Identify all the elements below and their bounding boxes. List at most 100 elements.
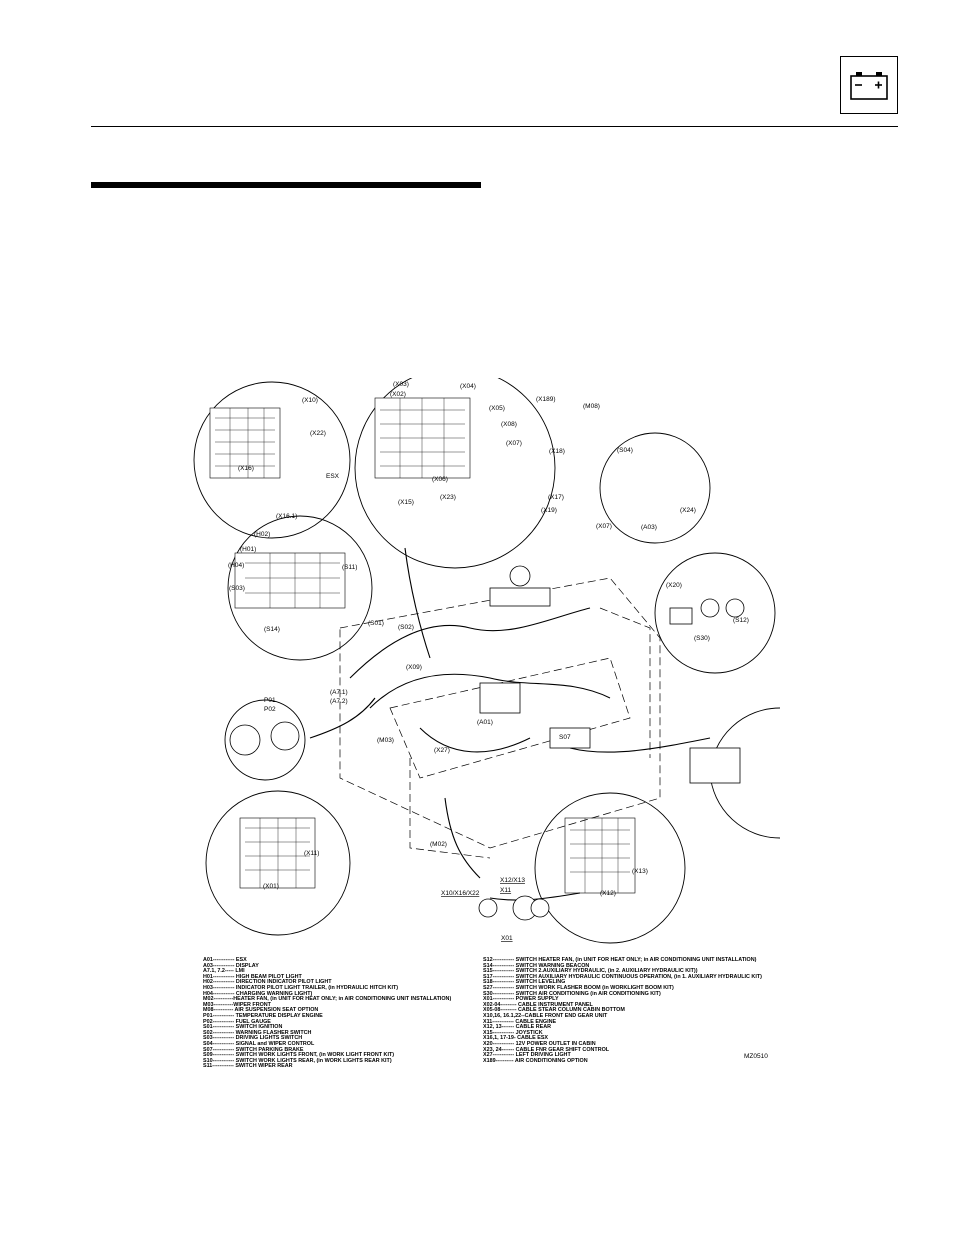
callout-x06: (X06) bbox=[432, 476, 448, 483]
callout-x05: (X05) bbox=[489, 405, 505, 412]
legend-entry: S15------------ SWITCH 2.AUXILIARY HYDRA… bbox=[483, 968, 698, 975]
label-x11: X11 bbox=[500, 887, 511, 894]
callout-x07-right: (X07) bbox=[596, 523, 612, 530]
legend-entry: S18------------ SWITCH LEVELING bbox=[483, 979, 566, 986]
legend-entry: X20------------ 12V POWER OUTLET IN CABI… bbox=[483, 1040, 596, 1047]
label-x10-x16-x22: X10/X16/X22 bbox=[441, 890, 480, 897]
legend-entry: H02------------ DIRECTION INDICATOR PILO… bbox=[203, 979, 332, 986]
legend-entry: X189---------- AIR CONDITIONING OPTION bbox=[483, 1057, 588, 1064]
callout-esx: ESX bbox=[326, 473, 340, 480]
legend-entry: X15------------ JOYSTICK bbox=[483, 1029, 543, 1036]
legend-entry: S17------------ SWITCH AUXILIARY HYDRAUL… bbox=[483, 973, 762, 980]
callout-x18: (X18) bbox=[549, 448, 565, 455]
callout-x16: (X16) bbox=[238, 465, 254, 472]
legend-entry: S11------------ SWITCH WIPER REAR bbox=[203, 1063, 293, 1070]
callout-a03: (A03) bbox=[641, 524, 657, 531]
legend-entry: X05-08--------- CABLE STEAR COLUMN CABIN… bbox=[483, 1007, 625, 1014]
detail-circle-instrument-panel bbox=[354, 378, 556, 569]
detail-circle-bottom-right bbox=[534, 792, 686, 944]
callout-x03: (X03) bbox=[393, 381, 409, 388]
legend-entry: S14------------ SWITCH WARNING BEACON bbox=[483, 962, 590, 969]
legend-entry: X27------------ LEFT DRIVING LIGHT bbox=[483, 1052, 571, 1059]
legend-entry: S02------------ WARNING FLASHER SWITCH bbox=[203, 1029, 312, 1036]
detail-circle-right-console bbox=[654, 552, 776, 674]
callout-x24: (X24) bbox=[680, 507, 696, 514]
detail-circle-steering-column bbox=[599, 432, 711, 544]
callout-x17: (X17) bbox=[548, 494, 564, 501]
legend-entry: S12------------ SWITCH HEATER FAN, (in U… bbox=[483, 957, 757, 963]
legend-entry: H03------------ INDICATOR PILOT LIGHT TR… bbox=[203, 984, 399, 991]
legend-entry: M03-----------WIPER FRONT bbox=[203, 1001, 271, 1008]
callout-x22: (X22) bbox=[310, 430, 326, 437]
legend-entry: S03------------ DRIVING LIGHTS SWITCH bbox=[203, 1035, 303, 1042]
legend-entry: P02------------ FUEL GAUGE bbox=[203, 1018, 271, 1025]
callout-s07: S07 bbox=[559, 734, 571, 741]
legend-right: S12------------ SWITCH HEATER FAN, (in U… bbox=[483, 957, 762, 1064]
callout-s04: (S04) bbox=[617, 447, 633, 454]
legend-entry: H01------------ HIGH BEAM PILOT LIGHT bbox=[203, 973, 302, 980]
battery-icon-box bbox=[840, 56, 898, 114]
legend-entry: S04------------ SIGNAL and WIPER CONTROL bbox=[203, 1040, 315, 1047]
legend-entry: X11------------ CABLE ENGINE bbox=[483, 1018, 557, 1025]
battery-icon bbox=[850, 72, 888, 100]
detail-circle-gauges bbox=[224, 699, 306, 781]
label-x01: X01 bbox=[501, 935, 513, 942]
label-x12-x13: X12/X13 bbox=[500, 877, 525, 884]
legend-entry: A03------------ DISPLAY bbox=[203, 962, 259, 969]
callout-x23: (X23) bbox=[440, 494, 456, 501]
callout-x09: (X09) bbox=[406, 664, 422, 671]
callout-x02: (X02) bbox=[390, 391, 406, 398]
callout-x11: (X11) bbox=[304, 850, 319, 857]
callout-x08: (X08) bbox=[501, 421, 517, 428]
callout-s03: (S03) bbox=[229, 585, 245, 592]
legend-entry: S09------------ SWITCH WORK LIGHTS FRONT… bbox=[203, 1052, 395, 1059]
callout-s12: (S12) bbox=[733, 617, 749, 624]
legend-entry: X01------------ POWER SUPPLY bbox=[483, 996, 559, 1003]
callout-s30: (S30) bbox=[694, 635, 710, 642]
callout-x07: (X07) bbox=[506, 440, 522, 447]
callout-x10: (X10) bbox=[302, 397, 318, 404]
callout-s02: (S02) bbox=[398, 624, 414, 631]
figure-code: MZ0510 bbox=[744, 1053, 768, 1060]
callout-h02: (H02) bbox=[254, 531, 270, 538]
callout-x01: (X01) bbox=[263, 883, 279, 890]
legend-entry: S01------------ SWITCH IGNITION bbox=[203, 1024, 283, 1031]
legend-entry: S07------------ SWITCH PARKING BRAKE bbox=[203, 1046, 304, 1053]
callout-x04: (X04) bbox=[460, 383, 476, 390]
legend-entry: M08----------- AIR SUSPENSION SEAT OPTIO… bbox=[203, 1007, 319, 1014]
callout-x12: (X12) bbox=[600, 890, 616, 897]
legend-entry: X23, 24------- CABLE FNR GEAR SHIFT CONT… bbox=[483, 1046, 610, 1053]
callout-x27: (X27) bbox=[434, 747, 450, 754]
legend-entry: X02-04--------- CABLE INSTRUMENT PANEL bbox=[483, 1001, 593, 1008]
callout-a01: (A01) bbox=[477, 719, 493, 726]
legend-entry: M02-----------HEATER FAN, (in UNIT FOR H… bbox=[203, 996, 452, 1003]
legend-entry: S30------------ SWITCH AIR CONDITIONING … bbox=[483, 990, 661, 997]
callout-s14: (S14) bbox=[264, 626, 280, 633]
callout-x20: (X20) bbox=[666, 582, 682, 589]
callout-m03: (M03) bbox=[377, 737, 394, 744]
legend-entry: S10------------ SWITCH WORK LIGHTS REAR,… bbox=[203, 1057, 392, 1064]
callout-x19: (X19) bbox=[541, 507, 557, 514]
callout-a7-2: (A7.2) bbox=[330, 698, 348, 705]
callout-m08: (M08) bbox=[583, 403, 600, 410]
legend-entry: A01------------ ESX bbox=[203, 957, 247, 963]
header-rule bbox=[91, 126, 898, 127]
callout-x189: (X189) bbox=[536, 396, 556, 403]
legend-entry: X10,16, 16.1,22--CABLE FRONT END GEAR UN… bbox=[483, 1012, 608, 1019]
callout-m02: (M02) bbox=[430, 841, 447, 848]
detail-circle-switch-panel bbox=[227, 515, 373, 661]
callout-h01: (H01) bbox=[240, 546, 256, 553]
legend-entry: H04------------ CHARGING WARNING LIGHT) bbox=[203, 990, 313, 997]
callout-x13: (X13) bbox=[632, 868, 648, 875]
detail-circle-bottom-left bbox=[205, 790, 351, 936]
legend-entry: X12, 13------- CABLE REAR bbox=[483, 1024, 551, 1031]
detail-circle-front-left bbox=[193, 381, 351, 539]
callout-s01: (S01) bbox=[368, 620, 384, 627]
wiring-harness-diagram: (X10) (X22) (X16) ESX (X16.1) (X03) (X04… bbox=[193, 378, 780, 944]
legend-entry: P01------------ TEMPERATURE DISPLAY ENGI… bbox=[203, 1012, 323, 1019]
callout-s11: (S11) bbox=[342, 564, 357, 571]
callout-p02: P02 bbox=[264, 706, 276, 713]
legend-entry: S27------------ SWITCH WORK FLASHER BOOM… bbox=[483, 984, 674, 991]
callout-x15: (X15) bbox=[398, 499, 414, 506]
